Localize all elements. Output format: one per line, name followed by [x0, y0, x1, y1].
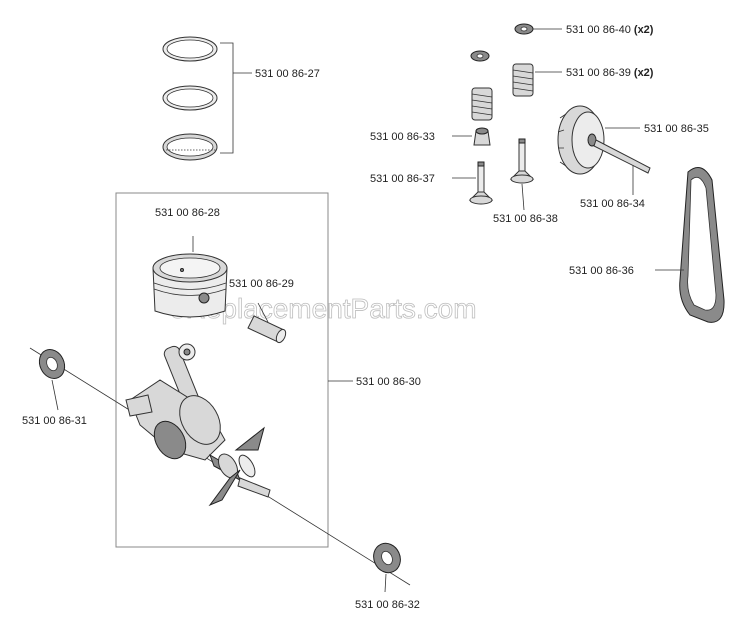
crank-bearing-right[interactable] — [208, 426, 265, 507]
part-label-36[interactable]: 531 00 86-36 — [569, 265, 634, 277]
part-label-32[interactable]: 531 00 86-32 — [355, 599, 420, 611]
valve-stem-seal[interactable] — [473, 127, 491, 146]
valve-spring-left[interactable] — [471, 87, 493, 121]
part-label-28[interactable]: 531 00 86-28 — [155, 207, 220, 219]
valve-intake[interactable] — [468, 161, 494, 205]
piston-rings-group — [162, 36, 218, 161]
cam-gear[interactable] — [557, 105, 605, 175]
part-label-27[interactable]: 531 00 86-27 — [255, 68, 320, 80]
piston[interactable] — [152, 253, 228, 318]
valve-retainer-top[interactable] — [514, 23, 534, 35]
seal-right[interactable] — [369, 539, 405, 577]
part-label-39[interactable]: 531 00 86-39 (x2) — [566, 67, 654, 79]
part-label-38[interactable]: 531 00 86-38 — [493, 213, 558, 225]
piston-pin[interactable] — [247, 315, 288, 344]
valve-retainer-left[interactable] — [470, 50, 490, 62]
crankshaft[interactable] — [125, 343, 271, 498]
valve-spring-right[interactable] — [512, 63, 534, 97]
qty-40: (x2) — [634, 24, 654, 36]
part-label-35[interactable]: 531 00 86-35 — [644, 123, 709, 135]
seal-left[interactable] — [35, 345, 69, 382]
timing-belt[interactable] — [679, 167, 725, 323]
part-label-30[interactable]: 531 00 86-30 — [356, 376, 421, 388]
crank-assembly-box — [115, 192, 329, 548]
part-label-29[interactable]: 531 00 86-29 — [229, 278, 294, 290]
cam-shaft[interactable] — [593, 139, 651, 174]
part-label-37[interactable]: 531 00 86-37 — [370, 173, 435, 185]
part-label-31[interactable]: 531 00 86-31 — [22, 415, 87, 427]
qty-39: (x2) — [634, 67, 654, 79]
part-label-40[interactable]: 531 00 86-40 (x2) — [566, 24, 654, 36]
part-label-33[interactable]: 531 00 86-33 — [370, 131, 435, 143]
valve-exhaust[interactable] — [509, 138, 535, 184]
part-label-34[interactable]: 531 00 86-34 — [580, 198, 645, 210]
